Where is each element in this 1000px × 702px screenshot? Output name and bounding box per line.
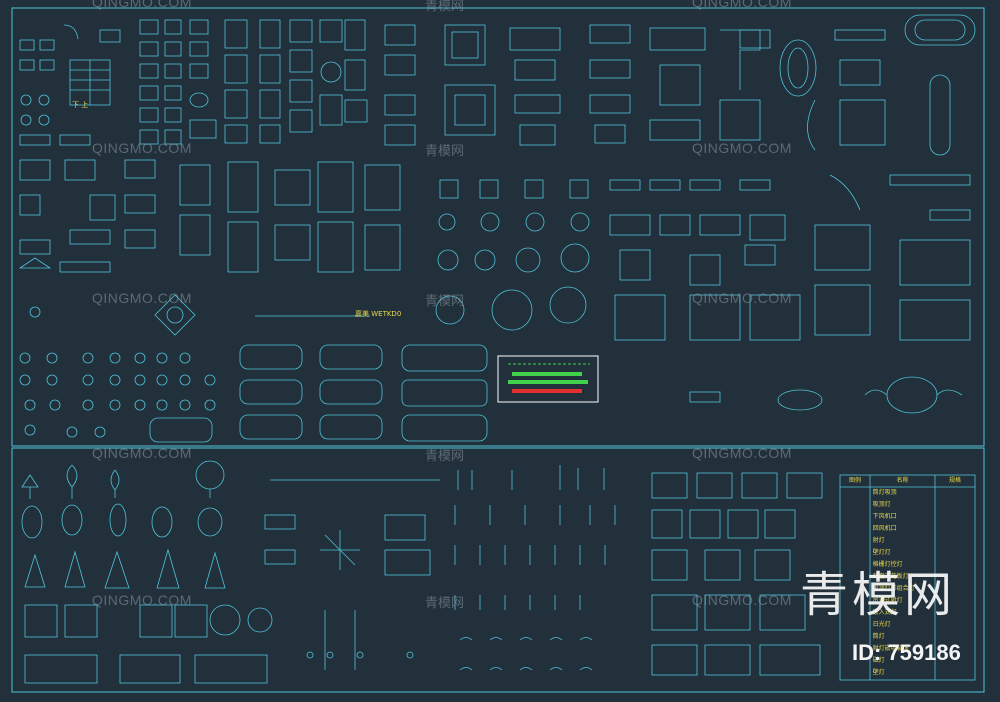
- legend-cell-spec: [935, 499, 975, 511]
- legend-row: 壁灯: [840, 667, 975, 679]
- legend-row: 磁灯: [840, 655, 975, 667]
- stair-label: 下 上: [72, 101, 89, 109]
- legend-row: 格栅灯控灯: [840, 559, 975, 571]
- legend-cell-symbol: [840, 511, 871, 523]
- legend-cell-spec: [935, 535, 975, 547]
- color-legend-box: [497, 355, 599, 403]
- legend-cell-name: 筒灯: [872, 633, 885, 640]
- legend-cell-name: 回风机口: [872, 525, 897, 532]
- legend-cell-name: 吸顶灯: [872, 501, 891, 508]
- watermark-latin: QINGMO.COM: [92, 0, 192, 10]
- legend-row: 筒灯: [840, 631, 975, 643]
- legend-cell-spec: [935, 511, 975, 523]
- door-window-symbols: [264, 479, 440, 670]
- legend-header-symbol: 图例: [848, 477, 861, 484]
- watermark-cn: 青模网: [425, 596, 465, 611]
- fixture-columns: [139, 19, 368, 145]
- legend-row: 筒灯吸顶: [840, 487, 975, 499]
- legend-cell-name: 日光灯: [872, 621, 891, 628]
- legend-cell-name: 灯盘天花板灯: [872, 573, 909, 580]
- office-workstation-symbols: [609, 174, 971, 341]
- watermark-cn: 青模网: [425, 294, 465, 309]
- legend-header-spec: 规格: [948, 477, 961, 484]
- legend-cell-name: 嵌入式灯: [872, 609, 897, 616]
- legend-cell-name: 下风机口: [872, 513, 897, 520]
- legend-row: 壁灯灯: [840, 547, 975, 559]
- watermark-latin: QINGMO.COM: [92, 140, 192, 156]
- legend-row: 下风机口: [840, 511, 975, 523]
- watermark-latin: QINGMO.COM: [92, 592, 192, 608]
- tree-elevation-symbols: [21, 460, 226, 589]
- legend-row: 灯盘天花板灯: [840, 571, 975, 583]
- legend-cell-name: 吸顶灯形组合灯: [872, 585, 915, 592]
- plant-plan-symbols: [19, 352, 216, 438]
- asset-id-label: ID: 759186: [852, 640, 961, 665]
- lighting-legend-table-frame: [839, 474, 976, 681]
- watermark-cn: 青模网: [425, 0, 465, 14]
- legend-cell-name: 射灯嵌墙装饰: [872, 645, 909, 652]
- legend-cell-name: 磁灯: [872, 657, 885, 664]
- legend-cell-symbol: [840, 487, 871, 499]
- legend-row: 嵌入式灯: [840, 607, 975, 619]
- legend-row: 吸顶灯形组合灯: [840, 583, 975, 595]
- legend-row: 射灯: [840, 535, 975, 547]
- legend-row: 吸顶灯: [840, 499, 975, 511]
- watermark-latin: QINGMO.COM: [92, 290, 192, 306]
- legend-cell-spec: [935, 523, 975, 535]
- legend-cell-name: 格栅灯控灯: [872, 561, 903, 568]
- legend-row: 回风机口: [840, 523, 975, 535]
- legend-cell-symbol: [840, 499, 871, 511]
- dining-table-symbols: [435, 179, 590, 331]
- sofa-set-symbols: [384, 14, 976, 156]
- legend-row: 吊顶式射灯: [840, 595, 975, 607]
- plan-tag-label: 嘉美 WETKD0: [355, 310, 402, 318]
- lighting-legend-table: 图例 名称 规格 筒灯吸顶吸顶灯下风机口回风机口射灯壁灯灯格栅灯控灯灯盘天花板灯…: [840, 475, 975, 680]
- legend-cell-name: 吊顶式射灯: [872, 597, 903, 604]
- paving-tile-symbols: [24, 604, 273, 684]
- watermark-latin: QINGMO.COM: [92, 445, 192, 461]
- legend-cell-name: 筒灯吸顶: [872, 489, 897, 496]
- legend-header-row: 图例 名称 规格: [840, 475, 975, 487]
- legend-cell-name: 壁灯: [872, 669, 885, 676]
- legend-cell-name: 射灯: [872, 537, 885, 544]
- bed-symbols: [18, 159, 401, 273]
- brand-logo-text: 青模网: [800, 567, 957, 623]
- legend-cell-symbol: [840, 667, 871, 679]
- watermark-cn: 青模网: [425, 144, 465, 159]
- round-symbols: [29, 294, 963, 414]
- legend-row: 日光灯: [840, 619, 975, 631]
- drawing-frames: [11, 7, 985, 693]
- car-plan-symbols: [149, 344, 488, 443]
- stair-symbols: [19, 24, 121, 146]
- watermark-latin: QINGMO.COM: [692, 290, 792, 306]
- watermark-latin: QINGMO.COM: [692, 140, 792, 156]
- legend-header-name: 名称: [896, 477, 909, 484]
- people-elevation-symbols: [454, 465, 616, 671]
- watermark-cn: 青模网: [425, 449, 465, 464]
- legend-row: 射灯嵌墙装饰: [840, 643, 975, 655]
- legend-cell-symbol: [840, 523, 871, 535]
- watermark-latin: QINGMO.COM: [692, 445, 792, 461]
- legend-cell-spec: [935, 667, 975, 679]
- meeting-room-symbols: [651, 472, 823, 676]
- legend-cell-spec: [935, 487, 975, 499]
- legend-cell-symbol: [840, 535, 871, 547]
- legend-cell-name: 壁灯灯: [872, 549, 891, 556]
- watermark-latin: QINGMO.COM: [692, 0, 792, 10]
- watermark-latin: QINGMO.COM: [692, 592, 792, 608]
